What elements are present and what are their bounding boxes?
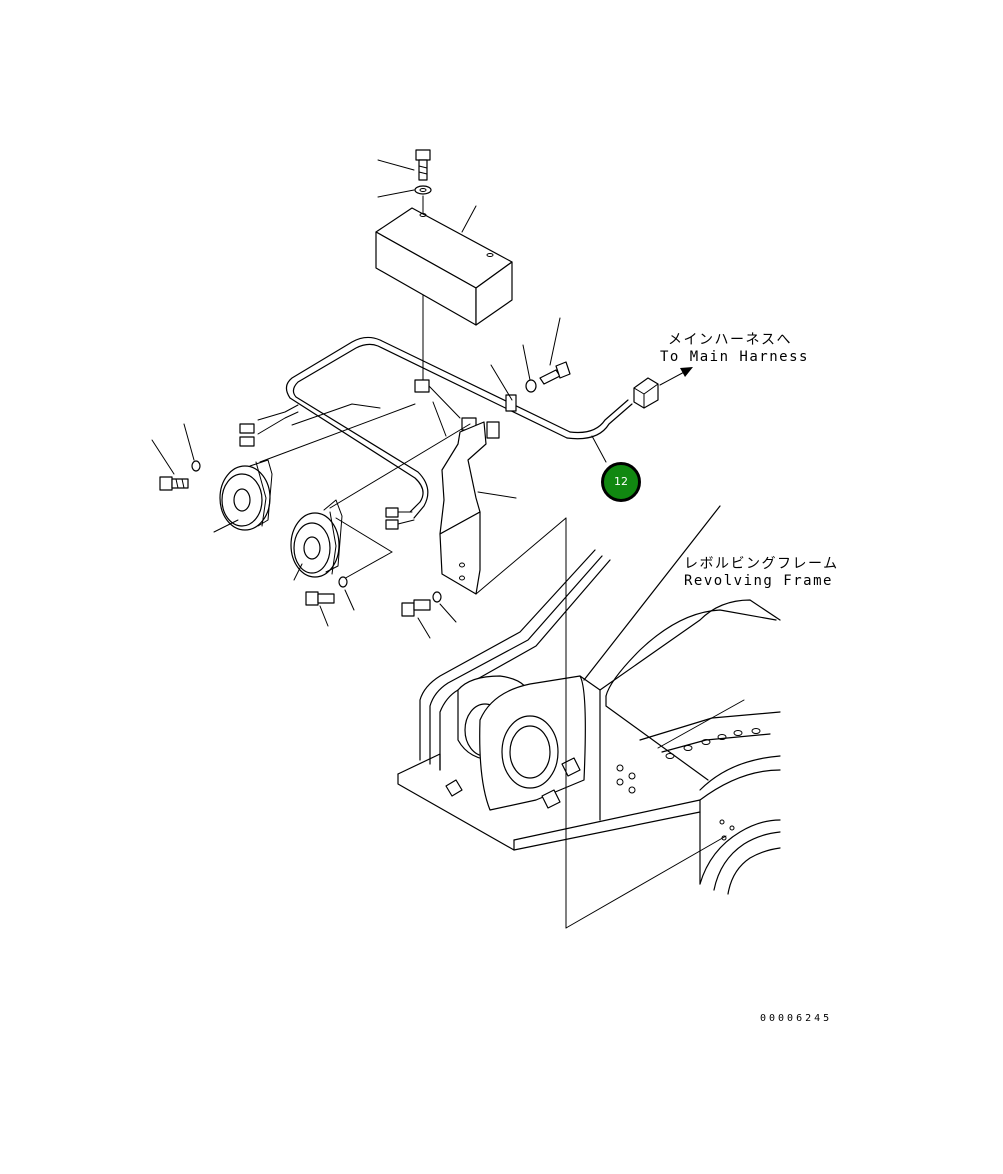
to-main-harness-label-jp: メインハーネスへ [668, 332, 792, 348]
bracket-wire [432, 401, 447, 437]
mounting-plane-outline [475, 517, 727, 929]
left-horn-washer [183, 423, 201, 472]
horn-terminal-connectors [239, 423, 415, 530]
harness-leader [591, 435, 607, 463]
revolving-frame-label-jp: レボルビングフレーム [684, 556, 839, 572]
clamp-bolt [539, 317, 571, 385]
part-callout-12[interactable]: 12 [601, 462, 641, 502]
lower-horn-bolt [305, 591, 335, 627]
bracket-bolt [401, 599, 431, 639]
top-bolt [377, 149, 431, 181]
wiring-harness-loop [257, 336, 633, 519]
revolving-frame-label-en: Revolving Frame [684, 573, 833, 589]
left-horn [213, 459, 273, 533]
left-horn-bolt [151, 439, 189, 491]
right-horn [290, 499, 343, 581]
right-horn-axis [335, 517, 393, 553]
drawing-number: 00006245 [760, 1013, 833, 1024]
clamp-washer [522, 344, 537, 393]
clamp-leader [490, 364, 513, 401]
revolving-frame-label: レボルビングフレーム Revolving Frame [684, 556, 839, 590]
bracket-washer [432, 591, 457, 623]
cover-bracket [375, 205, 513, 326]
to-main-harness-label: メインハーネスへ To Main Harness [660, 332, 809, 366]
right-horn-axis-2 [341, 551, 393, 581]
harness-arrow [659, 367, 693, 386]
harness-connector [633, 377, 659, 409]
horn-mounting-bracket [439, 421, 517, 595]
horn-wire-leaders [259, 403, 471, 509]
lower-horn-washer [338, 576, 355, 611]
frame-leader [657, 699, 745, 749]
to-main-harness-label-en: To Main Harness [660, 349, 809, 365]
top-washer [377, 185, 432, 198]
